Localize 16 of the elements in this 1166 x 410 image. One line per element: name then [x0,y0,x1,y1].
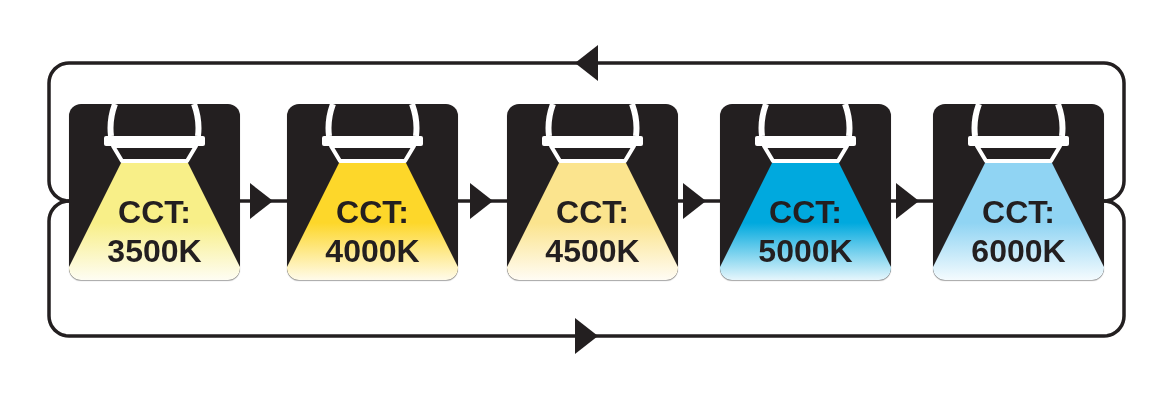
color-temperature-label: CCT: 4000K [324,193,421,271]
lamp-tile [720,104,891,280]
color-temperature-label: CCT: 6000K [970,193,1067,271]
color-temperature-label: CCT: 5000K [757,193,854,271]
lamp-tile [287,104,458,280]
arrow [678,183,720,219]
arrow [240,183,287,219]
lamp-tile [69,104,240,280]
arrow [891,183,933,219]
arrow [458,183,507,219]
loop-arrow [47,45,1126,203]
color-temperature-label: CCT: 4500K [544,193,641,271]
lamp-tile [933,104,1104,280]
color-temperature-label: CCT: 3500K [106,193,203,271]
loop-arrow [47,199,1126,354]
lamp-tile [507,104,678,280]
